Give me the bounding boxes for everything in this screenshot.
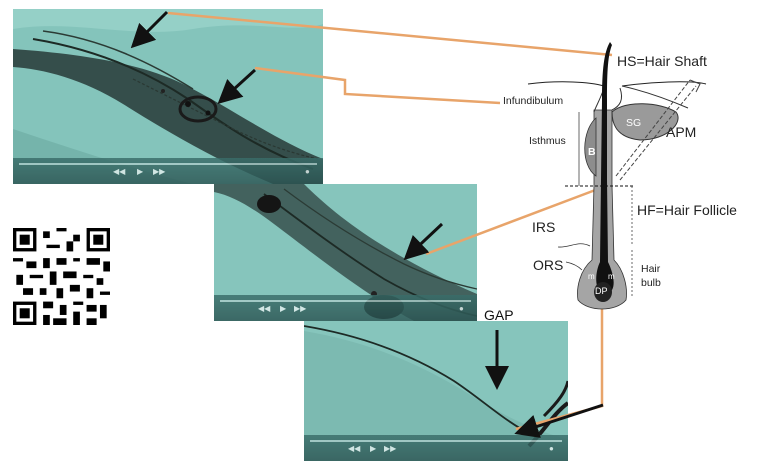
arrow-icon: [135, 12, 167, 44]
label-apm: APM: [666, 124, 696, 140]
label-sg: SG: [626, 117, 641, 129]
label-irs: IRS: [532, 219, 555, 235]
label-dp: DP: [595, 286, 608, 296]
arrow-icon: [222, 70, 255, 100]
label-m-right: m: [608, 272, 615, 281]
label-isthmus: Isthmus: [529, 135, 566, 147]
arrow-icon: [520, 405, 603, 432]
label-hair-follicle: HF=Hair Follicle: [637, 202, 737, 218]
connector-infundibulum: [255, 68, 500, 103]
label-hair-shaft: HS=Hair Shaft: [617, 53, 707, 69]
connector-hair-shaft: [168, 13, 612, 55]
label-infundibulum: Infundibulum: [503, 95, 563, 107]
label-hair-bulb-2: bulb: [641, 277, 661, 289]
label-m-left: m: [588, 272, 595, 281]
label-gap: GAP: [484, 307, 514, 323]
label-hair-bulb-1: Hair: [641, 263, 660, 275]
label-b: B: [588, 146, 596, 158]
label-ors: ORS: [533, 257, 563, 273]
